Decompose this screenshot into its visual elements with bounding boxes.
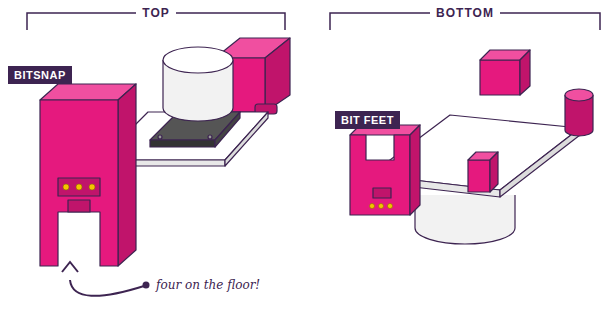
leader-arrow [62,262,144,296]
brackets [27,13,600,30]
tag-text: BIT FEET [341,114,394,126]
view-heading: BOTTOM [430,6,500,20]
part-tag: BITSNAP [8,66,72,84]
top-module [40,38,290,266]
tag-text: BITSNAP [14,69,66,81]
part-tag: BIT FEET [335,111,400,129]
view-heading: TOP [136,6,175,20]
note: four on the floor! [156,278,260,292]
leader-dot [143,282,150,289]
contacts [63,184,95,190]
contacts [370,204,393,209]
bottom-module [350,50,593,244]
